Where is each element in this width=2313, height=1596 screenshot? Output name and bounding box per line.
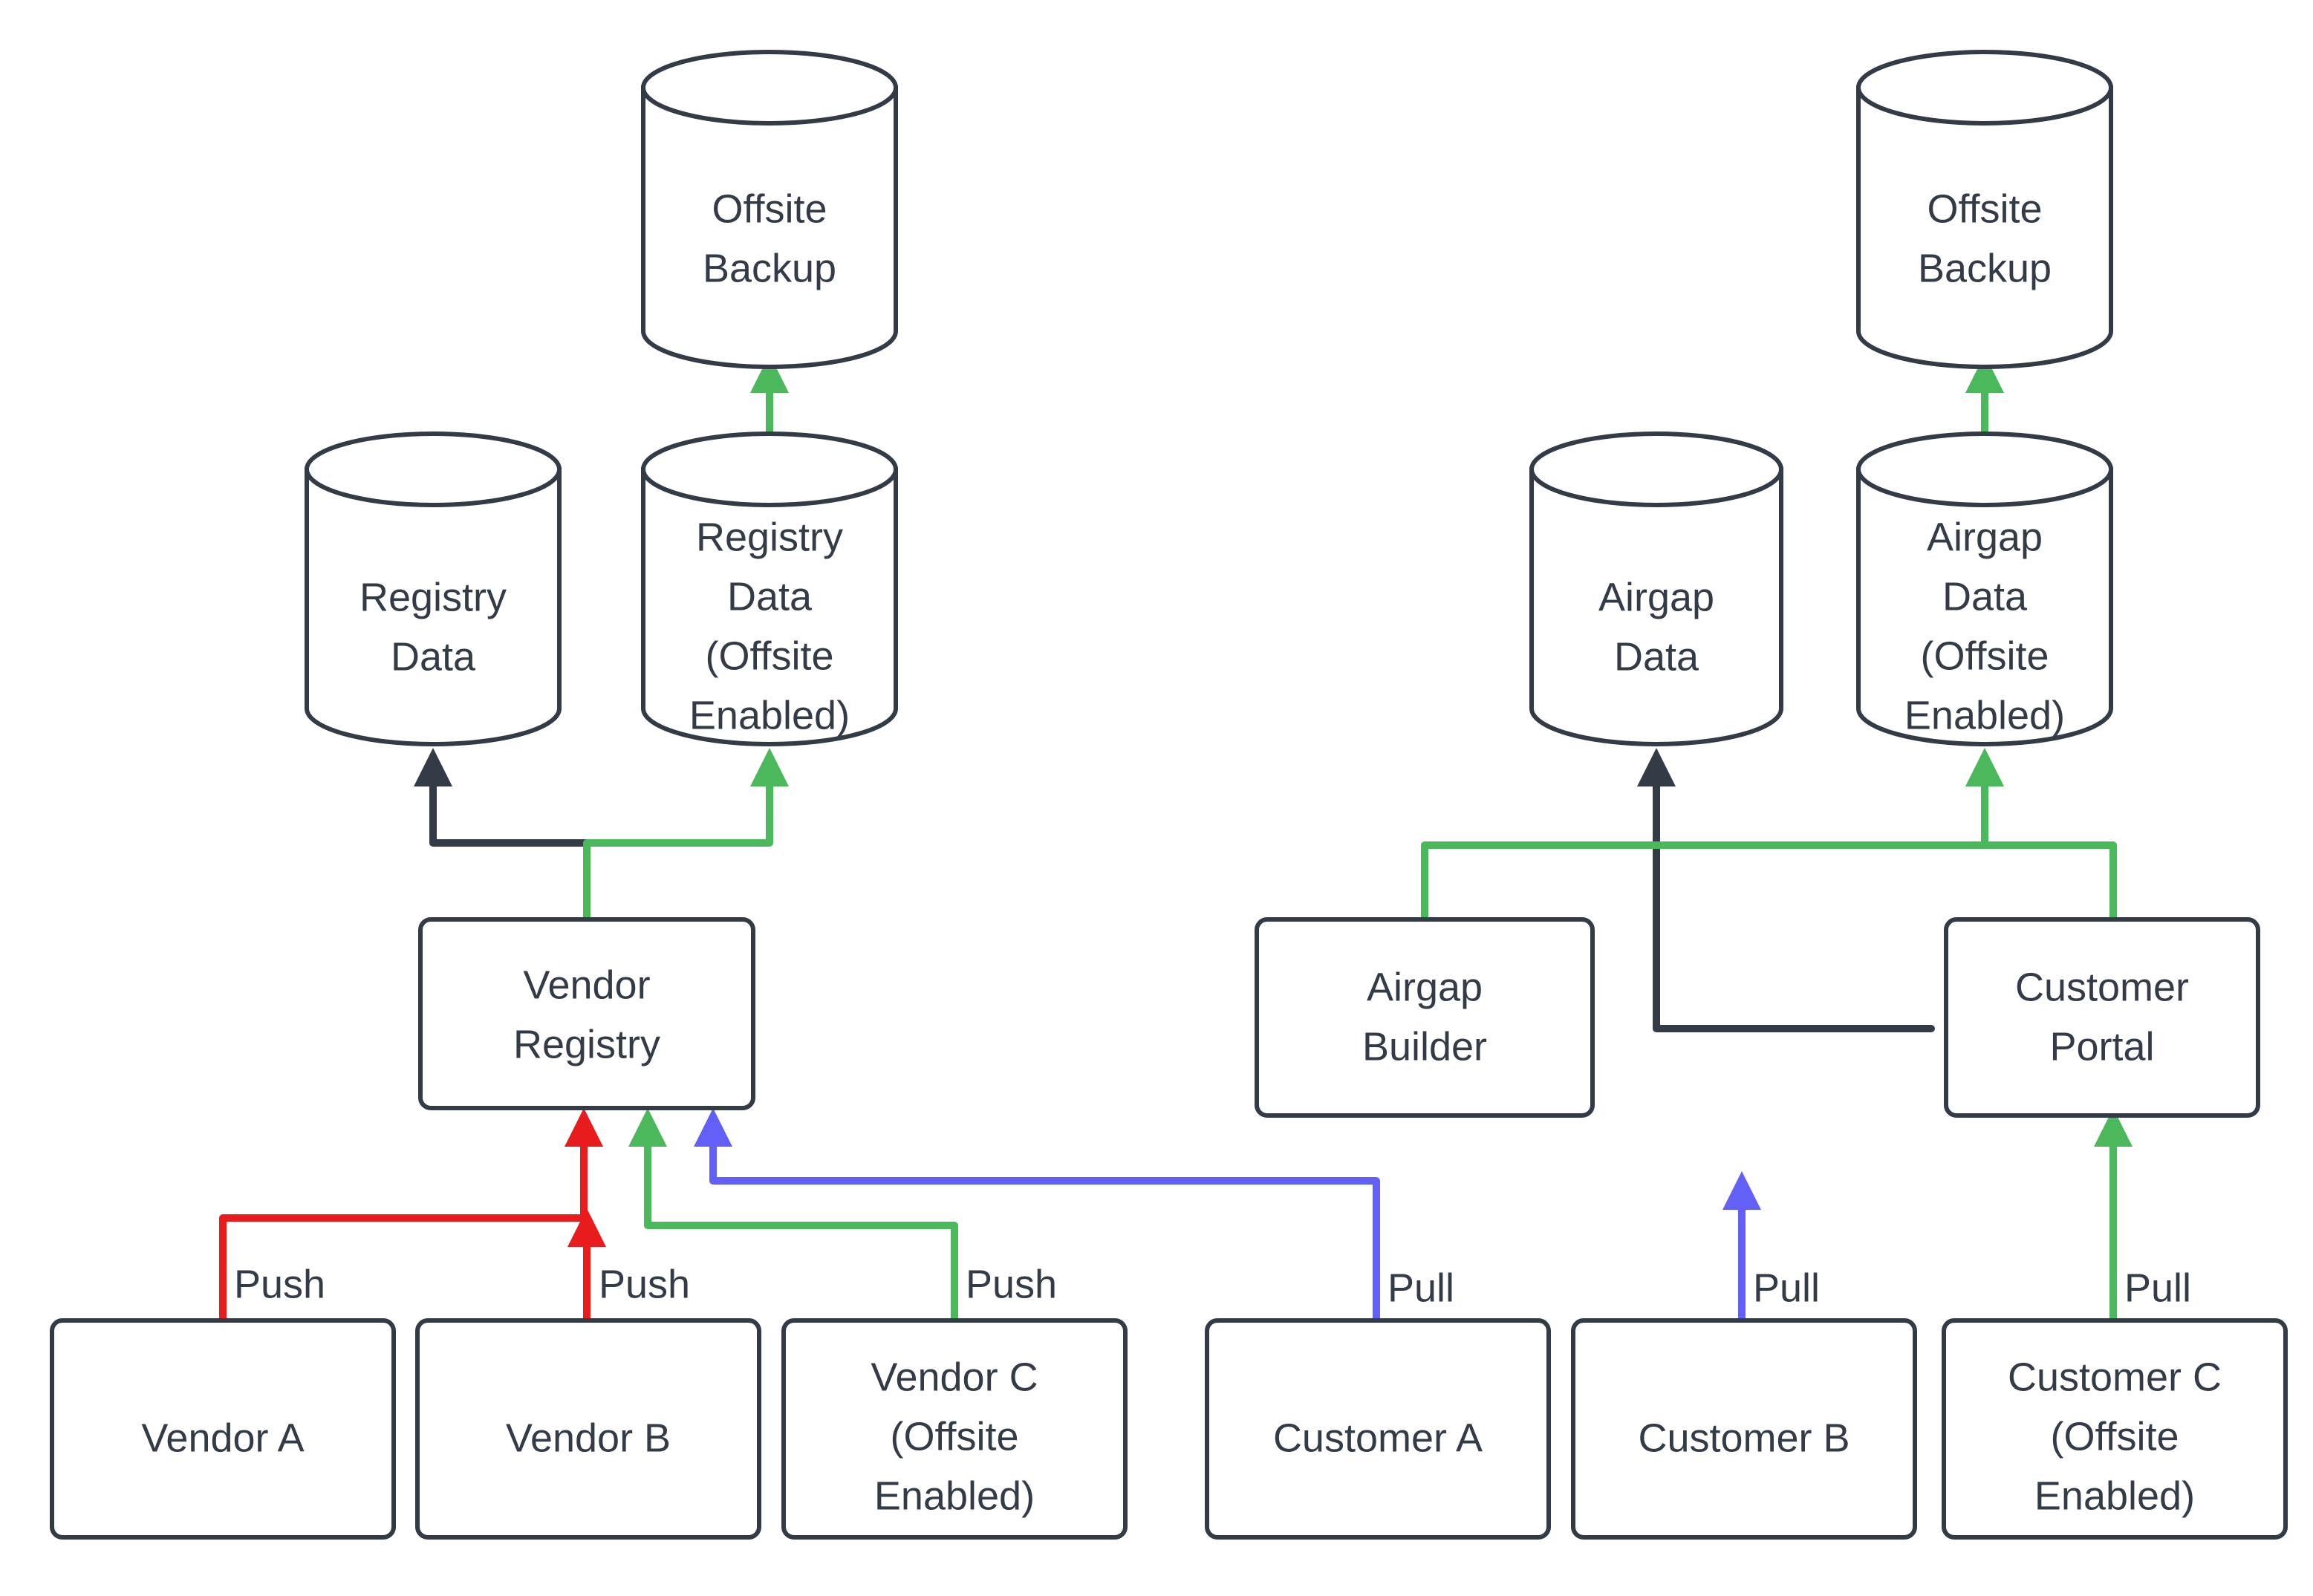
cylinder-label-line1: Offsite [1927,186,2042,231]
edge-vendor-a-to-vendor-registry [219,1108,603,1322]
edge-vendor-c-to-vendor-registry [628,1108,958,1322]
process-customer-portal[interactable]: Customer Portal [1944,917,2260,1118]
process-airgap-builder[interactable]: Airgap Builder [1255,917,1595,1118]
cylinder-label-line3: (Offsite [1920,633,2049,678]
edge-label-push-vendor-c: Push [966,1262,1057,1306]
cylinder-airgap-data-offsite[interactable]: Airgap Data (Offsite Enabled) [1856,431,2113,746]
edge-label-pull-customer-c: Pull [2124,1266,2191,1310]
actor-label-line3: Enabled) [2034,1473,2195,1518]
actor-customer-b[interactable]: Customer B [1571,1318,1917,1540]
actor-label-line1: Vendor A [141,1416,304,1460]
cylinder-registry-data[interactable]: Registry Data [305,431,562,746]
edge-label-pull-customer-a: Pull [1388,1266,1454,1310]
actor-label-line1: Customer A [1273,1416,1483,1460]
process-label-line2: Registry [513,1022,660,1066]
cylinder-label-line2: Backup [1918,246,2052,290]
cylinder-registry-data-offsite[interactable]: Registry Data (Offsite Enabled) [641,431,898,746]
actor-label-line2: (Offsite [2050,1414,2179,1459]
process-label-line1: Airgap [1367,965,1483,1009]
edge-label-pull-customer-b: Pull [1753,1266,1820,1310]
cylinder-offsite-backup-right[interactable]: Offsite Backup [1856,50,2113,369]
cylinder-label-line1: Registry [360,575,507,619]
cylinder-label-line4: Enabled) [1904,693,2065,737]
cylinder-label-line4: Enabled) [689,693,850,737]
cylinder-label-line2: Data [1614,634,1699,679]
actor-label-line2: (Offsite [890,1414,1018,1459]
cylinder-label-line2: Data [391,634,476,679]
process-label-line2: Builder [1362,1024,1487,1069]
actor-vendor-a[interactable]: Vendor A [50,1318,396,1540]
cylinder-offsite-backup-left[interactable]: Offsite Backup [641,50,898,369]
actor-label-line1: Customer C [2008,1355,2222,1399]
process-label-line1: Vendor [523,963,650,1007]
cylinder-label-line2: Data [727,574,813,619]
actor-label-line3: Enabled) [874,1473,1035,1518]
actor-label-line1: Vendor C [871,1355,1038,1399]
edge-customer-portal-to-airgap-data-offsite [1965,748,2117,921]
process-vendor-registry[interactable]: Vendor Registry [418,917,755,1110]
actor-label-line1: Vendor B [506,1416,671,1460]
cylinder-label-line1: Airgap [1927,515,2043,559]
cylinder-label-line2: Backup [703,246,836,290]
edge-customer-a-to-vendor-registry [694,1108,1380,1322]
cylinder-label-line1: Offsite [712,186,827,231]
cylinder-label-line2: Data [1942,574,2028,619]
cylinder-label-line3: (Offsite [705,633,833,678]
actor-label-line1: Customer B [1638,1416,1850,1460]
process-label-line1: Customer [2015,965,2189,1009]
process-label-line2: Portal [2049,1024,2154,1069]
cylinder-airgap-data[interactable]: Airgap Data [1529,431,1783,746]
actor-vendor-c[interactable]: Vendor C (Offsite Enabled) [781,1318,1128,1540]
edge-label-push-vendor-b: Push [599,1262,690,1306]
edge-vendor-registry-to-registry-data-offsite [583,748,789,921]
actor-customer-c[interactable]: Customer C (Offsite Enabled) [1942,1318,2288,1540]
edge-label-push-vendor-a: Push [234,1262,325,1306]
actor-vendor-b[interactable]: Vendor B [415,1318,761,1540]
cylinder-label-line1: Registry [696,515,843,559]
actor-customer-a[interactable]: Customer A [1205,1318,1551,1540]
cylinder-label-line1: Airgap [1598,575,1714,619]
